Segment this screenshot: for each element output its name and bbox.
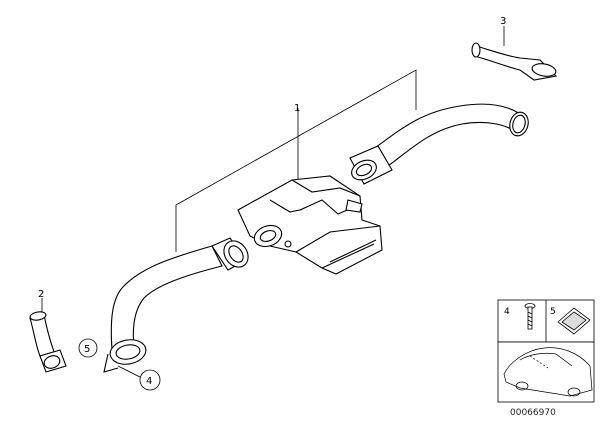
diagram-code: 00066970 [510,408,556,418]
small-duct-part-3 [471,42,558,81]
clip-plate-icon [557,307,591,335]
callout-3: 3 [500,16,506,27]
legend-item-5: 5 [550,307,556,317]
callout-2: 2 [38,289,44,300]
screw-icon [524,303,536,330]
callout-4: 4 [146,376,152,387]
lower-left-air-duct [103,237,249,373]
small-duct-part-2 [29,311,67,373]
assembly-bracket [175,69,417,252]
callout-5-circle: 5 [78,338,98,358]
upper-right-air-duct [349,103,529,185]
car-silhouette-icon [503,347,593,397]
callout-1: 1 [294,103,300,114]
callout-4-circle: 4 [139,369,161,391]
legend-item-4: 4 [504,307,510,317]
legend-box: 4 5 [497,299,595,403]
callout-5: 5 [84,344,90,355]
leader-line-4 [117,365,143,379]
center-air-distributor-housing [237,175,383,275]
